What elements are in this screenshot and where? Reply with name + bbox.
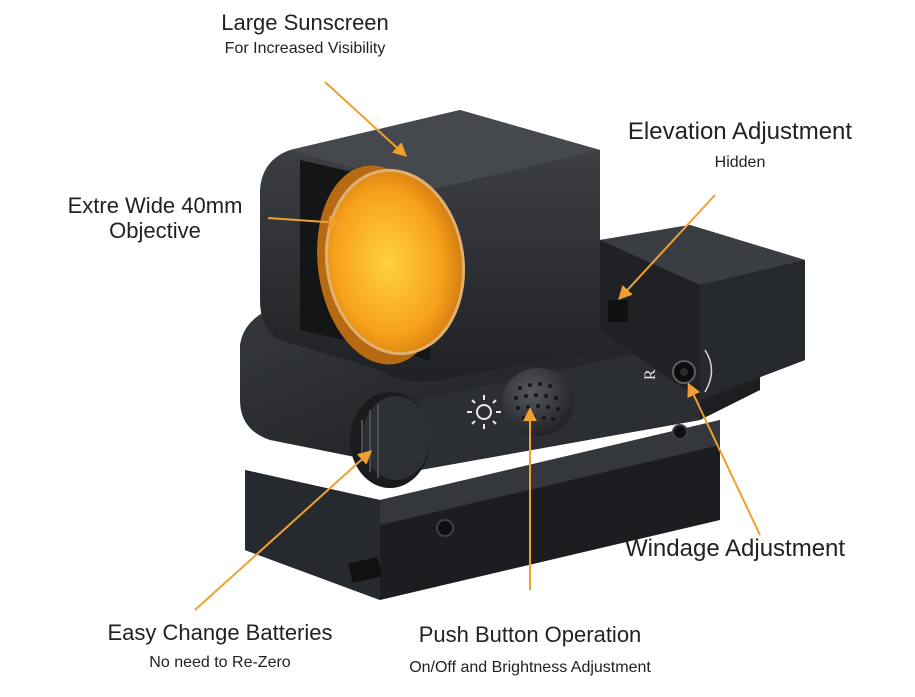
callout-arrows xyxy=(194,81,761,611)
objective-line1: Extre Wide 40mm xyxy=(67,193,243,218)
batteries-subtitle: No need to Re-Zero xyxy=(149,654,291,672)
mount-screw xyxy=(672,424,688,440)
windage-arrow xyxy=(687,382,761,536)
sun-brightness-icon xyxy=(467,395,501,429)
rear-housing xyxy=(600,225,805,400)
push-button-title: Push Button Operation xyxy=(418,622,642,647)
elevation-title: Elevation Adjustment xyxy=(627,118,853,145)
elevation-arrow xyxy=(618,194,716,301)
batteries-title: Easy Change Batteries xyxy=(107,620,333,645)
windage-title: Windage Adjustment xyxy=(624,535,846,562)
sunscreen-arrow xyxy=(324,81,408,157)
elevation-callout: Elevation Adjustment Hidden xyxy=(590,118,890,172)
push-button-callout: Push Button Operation On/Off and Brightn… xyxy=(350,622,710,678)
windage-callout: Windage Adjustment xyxy=(590,535,880,563)
batteries-arrow xyxy=(194,450,373,611)
sunscreen-subtitle: For Increased Visibility xyxy=(224,40,386,58)
windage-r-engraving: R xyxy=(642,369,659,380)
sunscreen-callout: Large Sunscreen For Increased Visibility xyxy=(170,10,440,59)
objective-line2: Objective xyxy=(109,218,201,244)
push-button xyxy=(502,368,574,436)
elevation-adjuster xyxy=(608,300,628,322)
objective-callout: Extre Wide 40mm Objective xyxy=(40,193,270,244)
windage-adjuster: R xyxy=(642,349,713,393)
mount-screw xyxy=(436,519,454,537)
batteries-callout: Easy Change Batteries No need to Re-Zero xyxy=(75,620,365,673)
sunscreen-title: Large Sunscreen xyxy=(221,10,389,35)
objective-lens xyxy=(317,165,466,365)
push-button-subtitle: On/Off and Brightness Adjustment xyxy=(409,659,651,677)
picatinny-mount xyxy=(245,420,720,600)
objective-arrow xyxy=(267,215,343,230)
elevation-subtitle: Hidden xyxy=(714,153,766,171)
battery-cap-knob xyxy=(350,392,430,488)
